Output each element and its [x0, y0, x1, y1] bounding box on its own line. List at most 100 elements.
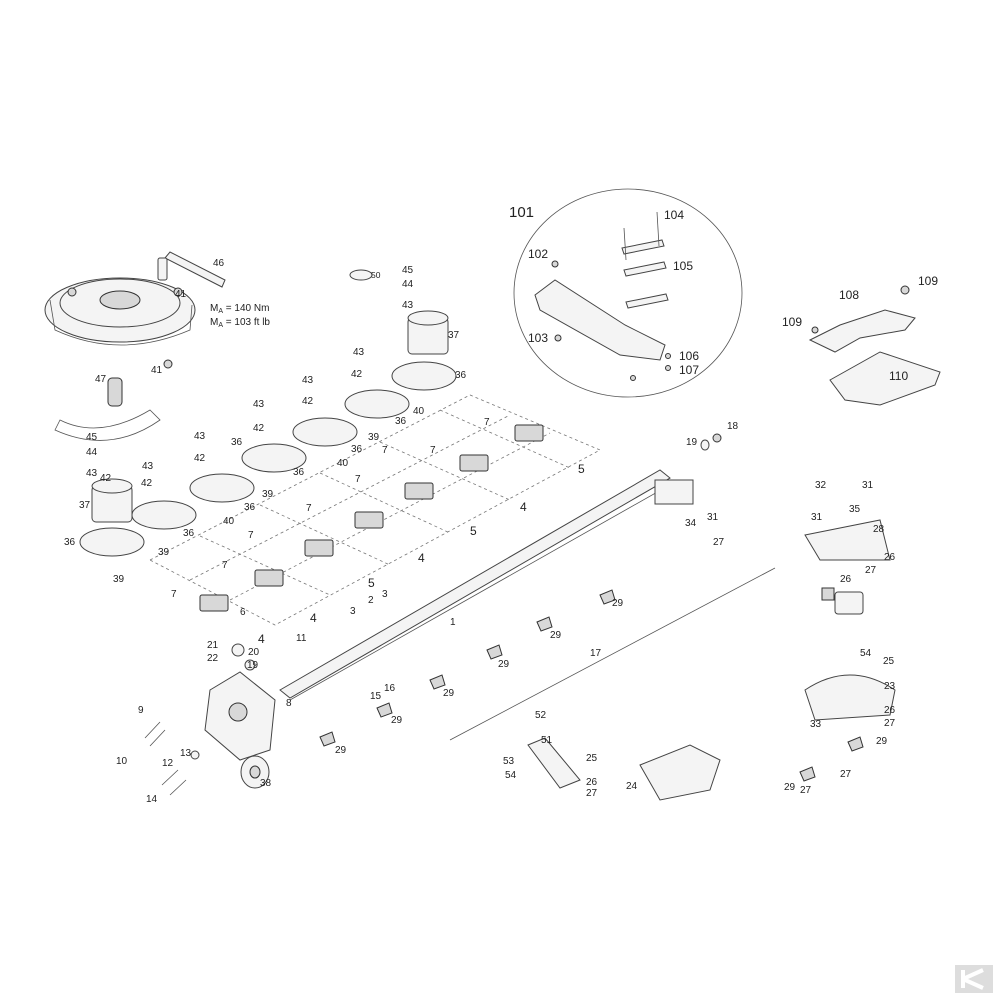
- label-40a: 40: [413, 406, 425, 417]
- label-4a: 4: [258, 632, 265, 646]
- label-42c: 42: [253, 423, 265, 434]
- label-43f: 43: [142, 461, 154, 472]
- label-1: 1: [450, 617, 456, 628]
- label-36f: 36: [231, 437, 243, 448]
- part-labels: 1 2 3 3 4 4 4 4 5 5 5 6 7 7 7 7 7 7 7 7 …: [64, 208, 938, 805]
- label-31a: 31: [862, 480, 874, 491]
- label-41b: 41: [151, 365, 163, 376]
- label-105: 105: [673, 259, 693, 273]
- label-11: 11: [296, 633, 307, 644]
- torque-val1: = 140 Nm: [223, 303, 269, 314]
- label-26d: 26: [586, 777, 598, 788]
- label-27f: 27: [586, 788, 598, 799]
- label-29d: 29: [443, 688, 455, 699]
- label-36c: 36: [351, 444, 363, 455]
- label-43d: 43: [253, 399, 265, 410]
- label-45b: 45: [86, 432, 98, 443]
- label-40c: 40: [223, 516, 235, 527]
- label-26b: 26: [840, 574, 852, 585]
- wrench-part: [157, 251, 226, 288]
- right-housing-bottom: [804, 674, 896, 721]
- label-19a: 19: [686, 437, 698, 448]
- label-43b: 43: [353, 347, 365, 358]
- skids: [319, 589, 864, 782]
- label-2: 2: [368, 595, 374, 606]
- label-36h: 36: [64, 537, 76, 548]
- drum-cylinders: [91, 310, 449, 523]
- label-104: 104: [664, 208, 684, 222]
- label-46: 46: [213, 258, 225, 269]
- washer-disc: [240, 755, 270, 789]
- label-19b: 19: [247, 660, 259, 671]
- label-7h: 7: [484, 417, 490, 428]
- label-27b: 27: [865, 565, 877, 576]
- label-41a: 41: [175, 289, 187, 300]
- label-45a: 45: [402, 265, 414, 276]
- label-39c: 39: [158, 547, 170, 558]
- label-5a: 5: [368, 576, 375, 590]
- label-7e: 7: [355, 474, 361, 485]
- torque-val2: = 103 ft lb: [223, 317, 270, 328]
- label-50: 50: [371, 270, 381, 280]
- label-7b: 7: [222, 560, 228, 571]
- misc-small-parts: [163, 269, 722, 671]
- label-6: 6: [240, 607, 246, 618]
- label-102: 102: [528, 247, 548, 261]
- label-26a: 26: [884, 552, 896, 563]
- label-9: 9: [138, 705, 144, 716]
- label-42e: 42: [141, 478, 153, 489]
- label-27c: 27: [884, 718, 896, 729]
- right-housing-top: [804, 519, 891, 561]
- label-43a: 43: [402, 300, 414, 311]
- label-42f: 42: [100, 473, 112, 484]
- torque-m1: M: [210, 303, 218, 314]
- label-24: 24: [626, 781, 638, 792]
- label-44a: 44: [402, 279, 414, 290]
- label-31b: 31: [811, 512, 823, 523]
- label-34: 34: [685, 518, 697, 529]
- label-29c: 29: [498, 659, 510, 670]
- label-17: 17: [590, 648, 602, 659]
- label-29b: 29: [550, 630, 562, 641]
- label-7f: 7: [382, 445, 388, 456]
- label-47: 47: [95, 374, 107, 385]
- label-36g: 36: [183, 528, 195, 539]
- label-103: 103: [528, 331, 548, 345]
- label-54b: 54: [505, 770, 517, 781]
- label-4b: 4: [310, 611, 317, 625]
- gearbox-housing: [204, 671, 276, 761]
- label-40b: 40: [337, 458, 349, 469]
- label-27d: 27: [840, 769, 852, 780]
- label-36b: 36: [395, 416, 407, 427]
- detail-circle: [513, 188, 743, 398]
- label-16: 16: [384, 683, 396, 694]
- label-15: 15: [370, 691, 382, 702]
- label-36e: 36: [244, 502, 256, 513]
- label-32: 32: [815, 480, 827, 491]
- label-25a: 25: [883, 656, 895, 667]
- label-51: 51: [541, 735, 553, 746]
- cover-plate-24: [639, 744, 721, 801]
- label-27a: 27: [713, 537, 725, 548]
- label-37b: 37: [79, 500, 91, 511]
- label-109a: 109: [918, 274, 938, 288]
- gear-modules: [199, 424, 544, 612]
- label-31c: 31: [707, 512, 719, 523]
- label-43g: 43: [86, 468, 98, 479]
- label-110: 110: [889, 369, 908, 383]
- torque-note: MA = 140 Nm MA = 103 ft lb: [210, 303, 270, 329]
- blade-disc-part: [54, 377, 161, 441]
- label-3b: 3: [382, 589, 388, 600]
- label-35: 35: [849, 504, 861, 515]
- label-25b: 25: [586, 753, 598, 764]
- label-42b: 42: [302, 396, 314, 407]
- bracket-51: [527, 737, 581, 789]
- label-5c: 5: [578, 462, 585, 476]
- label-4c: 4: [418, 551, 425, 565]
- label-42a: 42: [351, 369, 363, 380]
- label-38: 38: [260, 778, 272, 789]
- label-108: 108: [839, 288, 859, 302]
- label-12: 12: [162, 758, 174, 769]
- label-27e: 27: [800, 785, 812, 796]
- label-109b: 109: [782, 315, 802, 329]
